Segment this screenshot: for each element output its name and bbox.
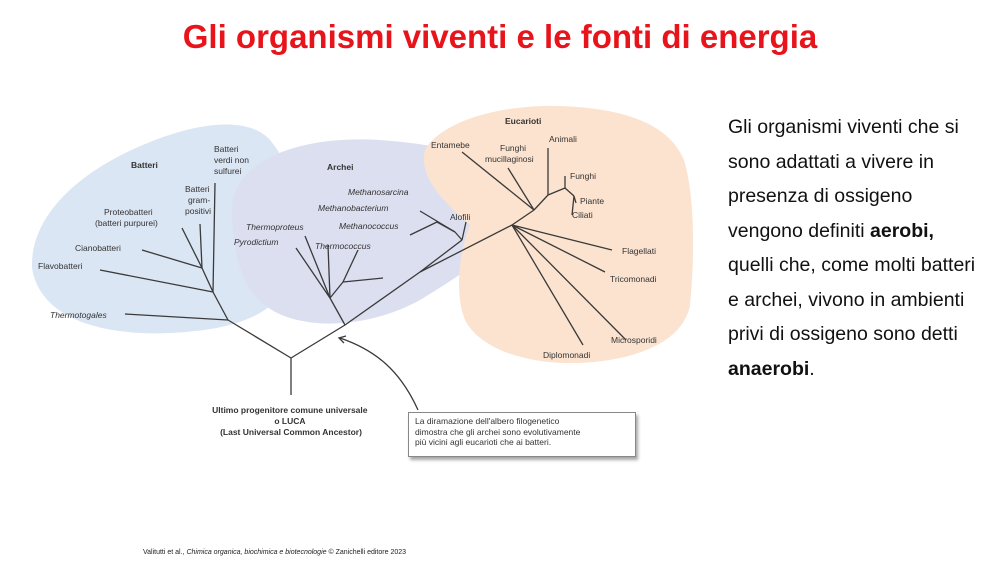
eukarya-region <box>423 105 694 364</box>
term-aerobi: aerobi, <box>870 219 934 242</box>
label-methanococcus: Methanococcus <box>339 221 399 231</box>
label-eucarioti: Eucarioti <box>505 116 541 126</box>
label-funghi: Funghi <box>570 171 596 181</box>
body-text-part3: . <box>809 357 815 380</box>
body-text: Gli organismi viventi che si sono adatta… <box>728 110 978 386</box>
label-ciliati: Ciliati <box>572 210 593 220</box>
note-box: La diramazione dell'albero filogenetico … <box>408 412 636 457</box>
note-line: dimostra che gli archei sono evolutivame… <box>415 426 581 437</box>
tree-branches <box>99 148 627 411</box>
label-archei: Archei <box>327 162 353 172</box>
label-methanobacterium: Methanobacterium <box>318 203 388 213</box>
label-pyrodictium: Pyrodictium <box>234 237 278 247</box>
note-line: più vicini agli eucarioti che ai batteri… <box>415 437 552 447</box>
label-batteri: Batteri <box>131 160 158 170</box>
slide-title: Gli organismi viventi e le fonti di ener… <box>182 18 818 55</box>
citation-authors: Valitutti et al., <box>143 549 187 556</box>
label-microsporidi: Microsporidi <box>611 335 657 345</box>
label-alofili: Alofili <box>450 212 470 222</box>
label-cyanobacteria: Cianobatteri <box>75 243 121 253</box>
label-thermococcus: Thermococcus <box>315 241 371 251</box>
label-tricomonadi: Tricomonadi <box>610 274 657 284</box>
label-luca: Ultimo progenitore comune universale o L… <box>212 405 370 437</box>
body-text-part2: quelli che, come molti batteri e archei,… <box>728 254 976 345</box>
label-proteobacteria: Proteobatteri (batteri purpurei) <box>95 207 158 228</box>
body-text-part1: Gli organismi viventi che si sono adatta… <box>728 116 959 242</box>
term-anaerobi: anaerobi <box>728 357 810 380</box>
label-diplomonadi: Diplomonadi <box>543 350 590 360</box>
label-thermoproteus: Thermoproteus <box>246 222 304 232</box>
note-line: La diramazione dell'albero filogenetico <box>415 416 560 426</box>
label-green-nonsulfur: Batteri verdi non sulfurei <box>214 144 251 176</box>
label-entamebe: Entamebe <box>431 140 470 150</box>
label-flagellati: Flagellati <box>622 246 656 256</box>
citation-publisher: © Zanichelli editore 2023 <box>326 549 407 556</box>
label-animali: Animali <box>549 134 577 144</box>
label-gram-positive: Batteri gram- positivi <box>185 184 213 216</box>
citation: Valitutti et al., Chimica organica, bioc… <box>143 549 406 556</box>
bacteria-region <box>31 124 299 334</box>
label-piante: Piante <box>580 196 604 206</box>
label-slime-molds: Funghi mucillaginosi <box>485 143 534 164</box>
label-methanosarcina: Methanosarcina <box>348 187 409 197</box>
label-thermotogales: Thermotogales <box>50 310 107 320</box>
label-flavobacteria: Flavobatteri <box>38 261 83 271</box>
citation-book: Chimica organica, biochimica e biotecnol… <box>186 549 327 556</box>
